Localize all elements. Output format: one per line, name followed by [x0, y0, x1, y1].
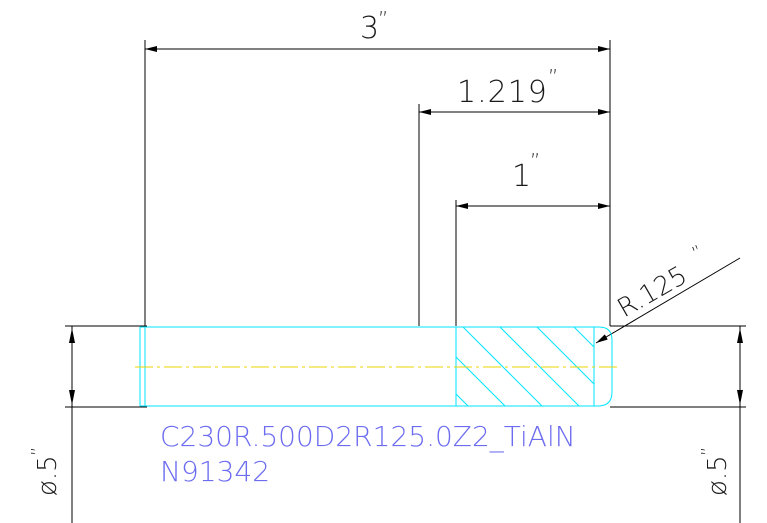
dim-overall-length: 3 ”: [144, 7, 611, 326]
dim-flute-length: 1.219 ”: [418, 65, 610, 326]
radius-leader: [595, 257, 741, 344]
diameter-right-value: ø.5: [703, 455, 733, 496]
dim-diameter: ø.5 ” ø.5 ”: [28, 325, 746, 523]
inch-mark: ”: [689, 241, 708, 264]
tool-part-number: N91342: [160, 455, 270, 488]
flute-hatch: [455, 326, 595, 407]
flute-length-value: 1.219: [457, 75, 548, 110]
dim-corner-radius: R.125 ”: [595, 241, 741, 344]
arrow-down-right: [737, 390, 743, 405]
inch-mark: ”: [698, 447, 719, 456]
inch-mark: ”: [530, 149, 540, 173]
inch-mark: ”: [28, 447, 49, 456]
corner-radius-value: R.125: [613, 261, 693, 324]
inch-mark: ”: [378, 7, 388, 31]
arrow-up-left: [69, 328, 75, 343]
arrow-down-left: [69, 390, 75, 405]
overall-length-value: 3: [360, 11, 379, 46]
dim-cut-length: 1 ”: [455, 149, 610, 326]
tool-body: [139, 326, 613, 407]
inch-mark: ”: [548, 65, 558, 89]
cut-length-value: 1: [512, 159, 531, 194]
tool-part-code: C230R.500D2R125.0Z2_TiAlN: [160, 420, 576, 454]
arrow-up-right: [737, 328, 743, 343]
diameter-left-value: ø.5: [33, 455, 63, 496]
tool-outline: [144, 326, 613, 407]
